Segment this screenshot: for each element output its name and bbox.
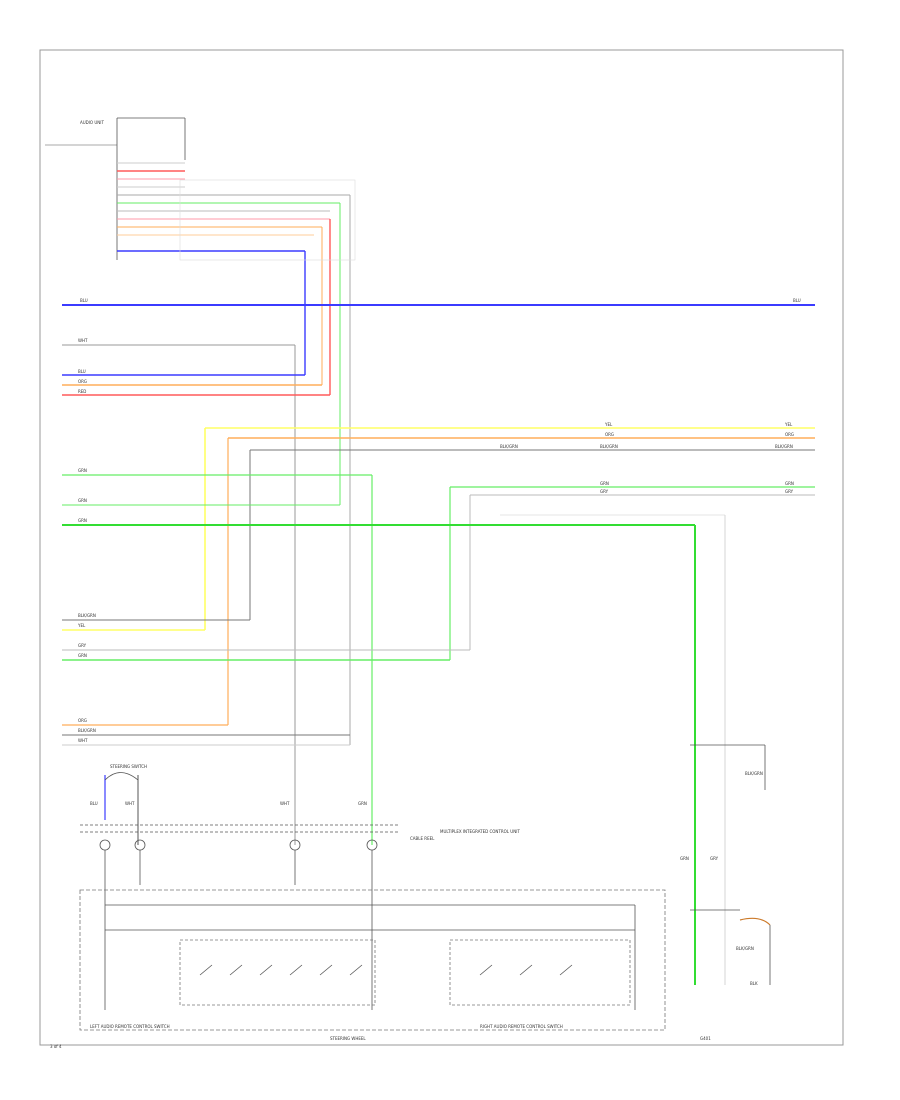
svg-text:BLK/GRN: BLK/GRN (500, 444, 518, 449)
svg-text:GRN: GRN (358, 801, 367, 806)
left-remote-switch: LEFT AUDIO REMOTE CONTROL SWITCH (90, 939, 376, 1029)
page-ref: 3 of 4 (50, 1044, 62, 1049)
cable-reel-label: CABLE REEL (410, 836, 435, 841)
svg-text:GRY: GRY (78, 643, 87, 648)
svg-text:STEERING SWITCH: STEERING SWITCH (110, 764, 147, 769)
diagram-border (39, 49, 844, 1046)
steering-wheel-label: STEERING WHEEL (330, 1036, 366, 1041)
svg-text:BLK/GRN: BLK/GRN (736, 946, 754, 951)
svg-text:ORG: ORG (78, 379, 87, 384)
svg-text:GRN: GRN (78, 468, 87, 473)
right-unit-label: RIGHT AUDIO REMOTE CONTROL SWITCH (480, 1024, 563, 1029)
audio-unit-label: AUDIO UNIT (80, 120, 104, 125)
svg-text:BLU: BLU (793, 298, 801, 303)
svg-text:GRN: GRN (78, 498, 87, 503)
svg-text:GRY: GRY (600, 489, 609, 494)
svg-text:BLU: BLU (78, 369, 86, 374)
svg-text:GRY: GRY (785, 489, 794, 494)
wire-blu-label: BLU (80, 298, 88, 303)
svg-text:GRN: GRN (78, 518, 87, 523)
svg-text:ORG: ORG (78, 718, 87, 723)
svg-text:MULTIPLEX INTEGRATED CONTROL U: MULTIPLEX INTEGRATED CONTROL UNIT (440, 829, 520, 834)
svg-text:GRN: GRN (600, 481, 609, 486)
svg-text:YEL: YEL (77, 623, 86, 628)
svg-text:GRN: GRN (785, 481, 794, 486)
svg-text:YEL: YEL (604, 422, 613, 427)
svg-text:YEL: YEL (784, 422, 793, 427)
svg-text:BLK: BLK (750, 981, 758, 986)
left-unit-label: LEFT AUDIO REMOTE CONTROL SWITCH (90, 1024, 170, 1029)
svg-text:BLK/GRN: BLK/GRN (775, 444, 793, 449)
svg-text:WHT: WHT (280, 801, 290, 806)
audio-unit-connector: AUDIO UNIT (45, 117, 186, 260)
svg-text:WHT: WHT (78, 738, 88, 743)
svg-text:BLK/GRN: BLK/GRN (745, 771, 763, 776)
svg-text:BLK/GRN: BLK/GRN (78, 613, 96, 618)
svg-text:WHT: WHT (78, 338, 88, 343)
steering-wheel-box (79, 889, 666, 1031)
ground-label: G401 (700, 1036, 711, 1041)
svg-text:ORG: ORG (605, 432, 614, 437)
svg-text:WHT: WHT (125, 801, 135, 806)
svg-text:BLK/GRN: BLK/GRN (78, 728, 96, 733)
cable-reel: CABLE REEL MULTIPLEX INTEGRATED CONTROL … (80, 824, 520, 851)
svg-text:GRN: GRN (78, 653, 87, 658)
svg-text:RED: RED (78, 389, 86, 394)
svg-text:GRY: GRY (710, 856, 719, 861)
svg-text:BLU: BLU (90, 801, 98, 806)
svg-text:BLK/GRN: BLK/GRN (600, 444, 618, 449)
svg-text:GRN: GRN (680, 856, 689, 861)
right-remote-switch: RIGHT AUDIO REMOTE CONTROL SWITCH (449, 939, 631, 1029)
svg-text:ORG: ORG (785, 432, 794, 437)
